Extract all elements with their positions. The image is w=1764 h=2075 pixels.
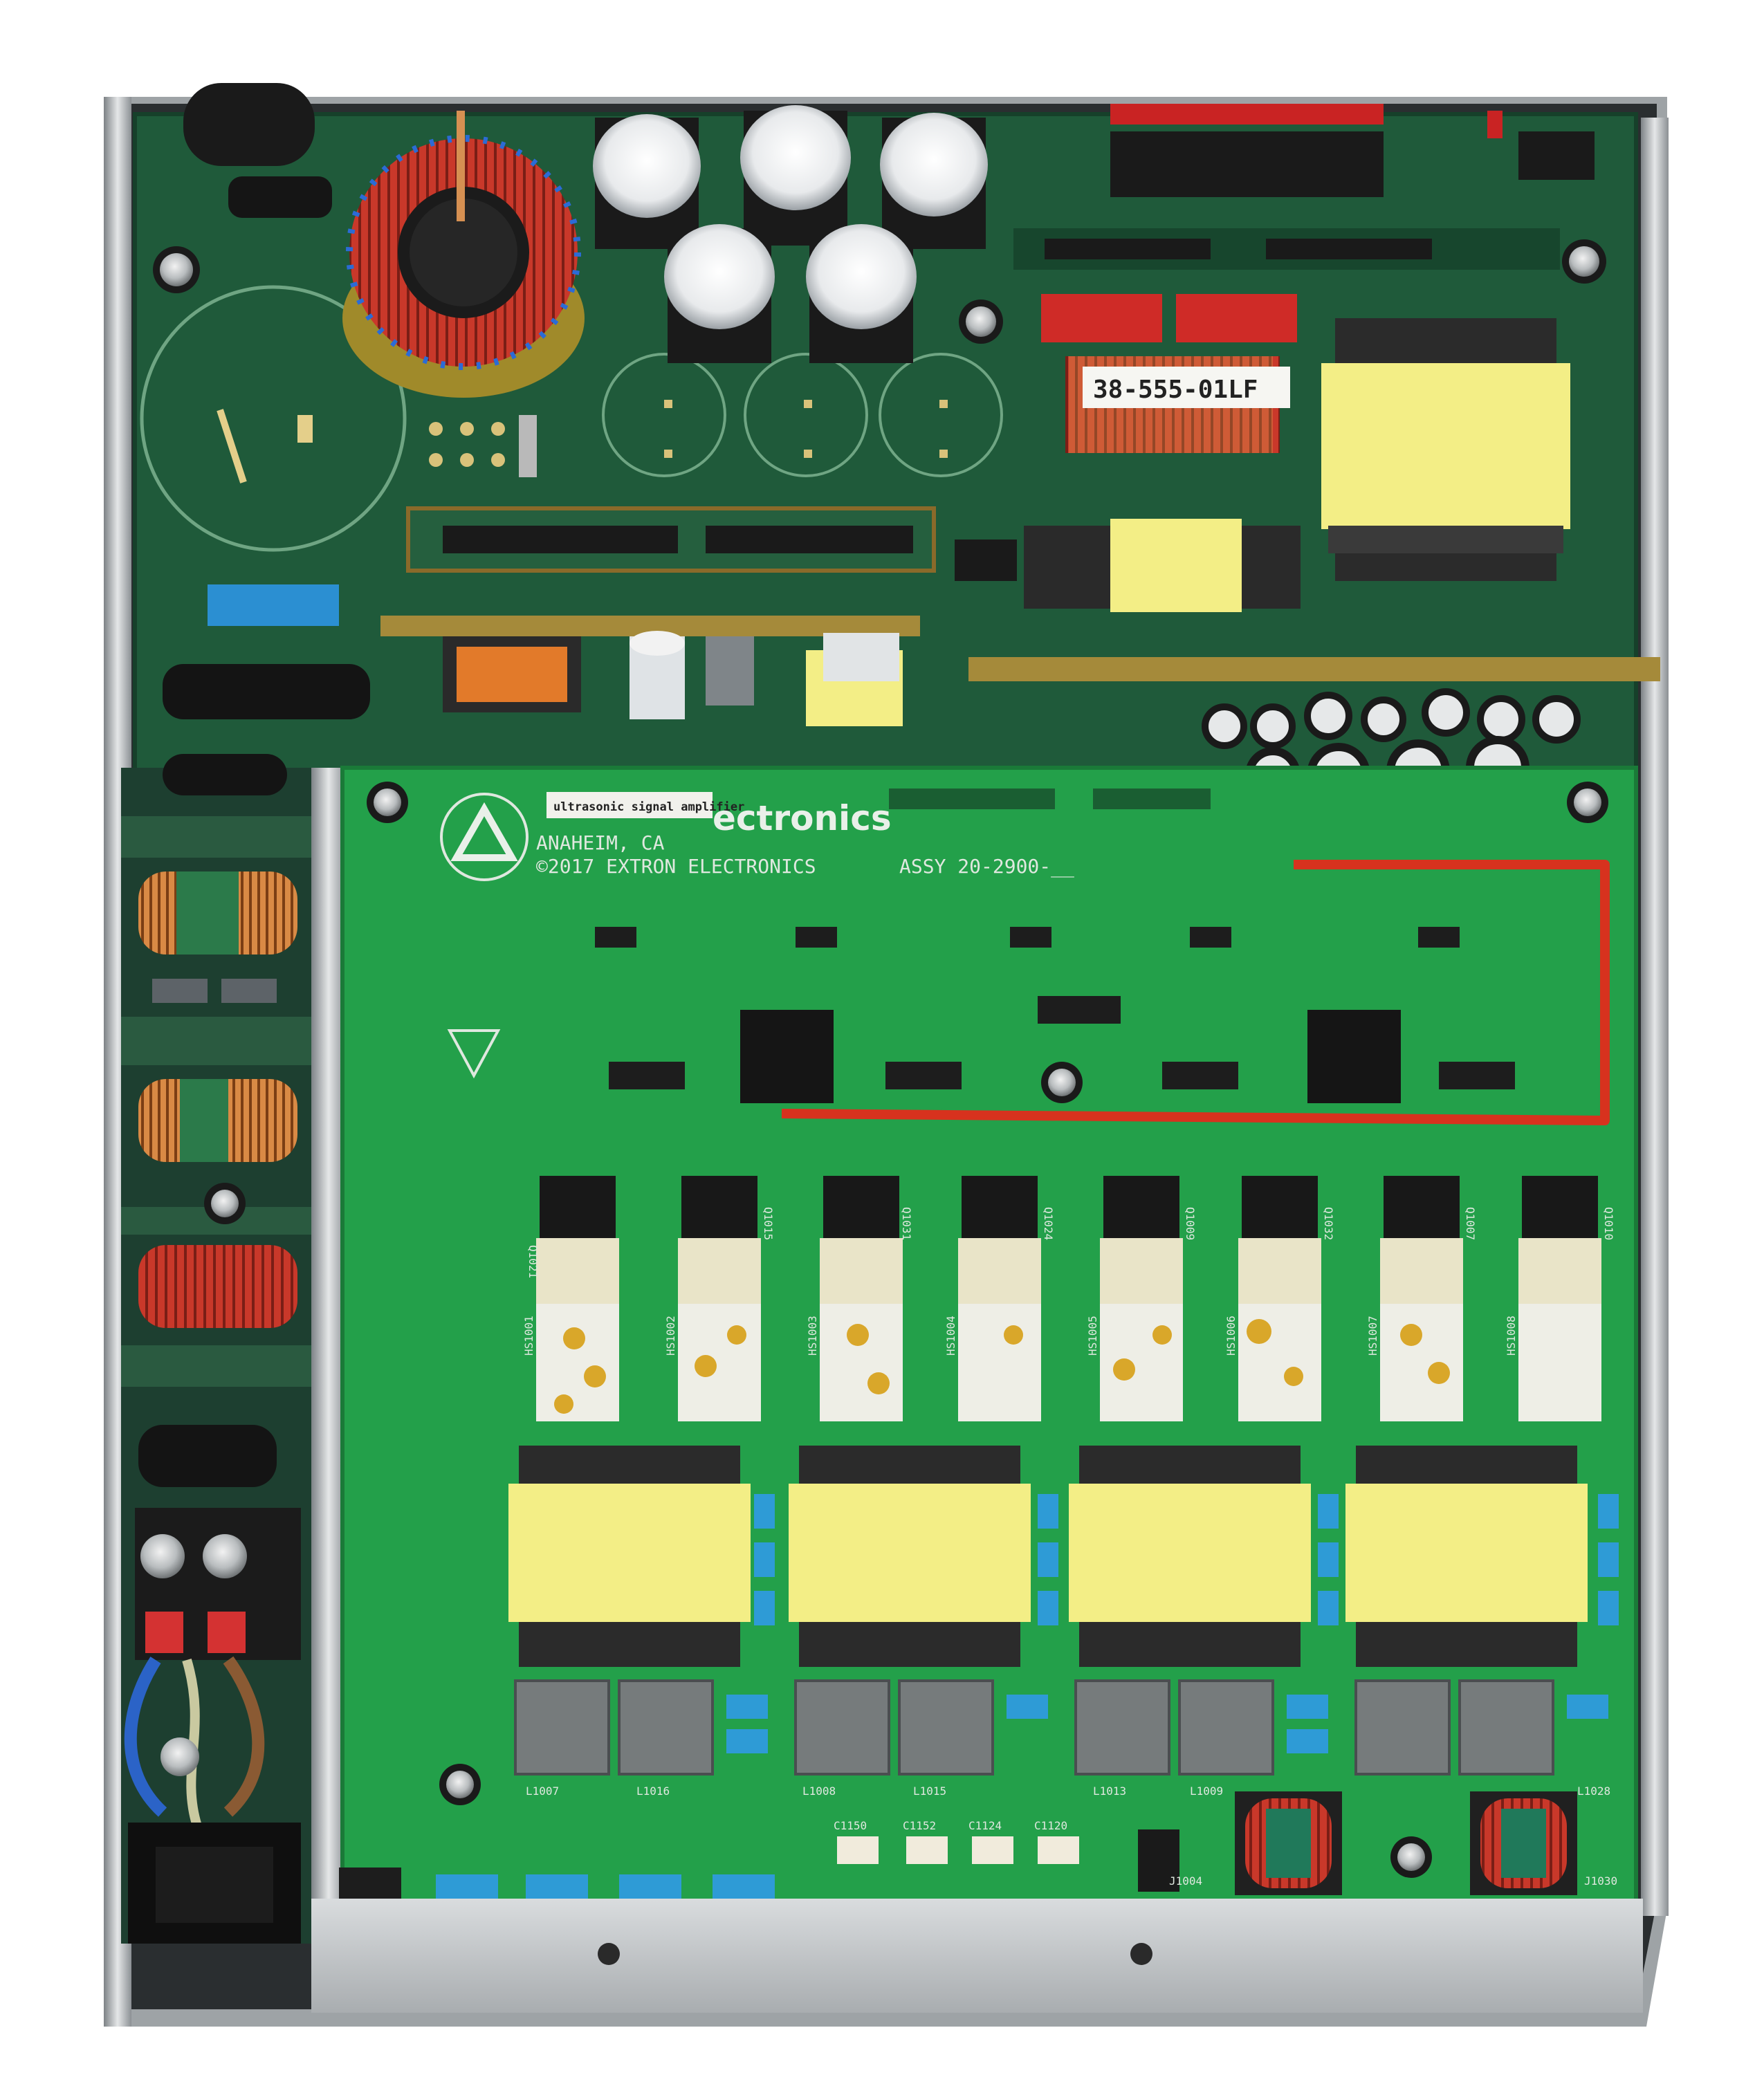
brand-text: ectronics	[713, 798, 892, 838]
l-label: L1016	[636, 1784, 670, 1798]
hs-label: HS1006	[1224, 1316, 1238, 1356]
j-label: J1030	[1584, 1874, 1617, 1888]
main-transformer	[1321, 318, 1570, 581]
c-label: C1120	[1034, 1819, 1067, 1832]
mounting-screw-icon	[439, 1764, 481, 1805]
output-inductors: L1007 L1016 L1008 L1015 L1013 L1009 L102…	[514, 1679, 1610, 1798]
mosfet-column	[1238, 1176, 1321, 1421]
film-caps-and-inductor: 38-555-01LF	[1041, 294, 1297, 453]
output-stage: Q1021 Q1015 Q1031 Q1024 Q1009 Q1032 Q100…	[522, 1176, 1615, 1421]
mosfet-column	[536, 1176, 619, 1421]
mounting-screw-icon	[1562, 239, 1606, 284]
mosfet-column	[820, 1176, 903, 1421]
cm-chokes	[1138, 1791, 1577, 1895]
hs-label: HS1002	[664, 1316, 677, 1356]
l-label: L1009	[1190, 1784, 1223, 1798]
recycle-logo-icon	[440, 793, 529, 881]
part-label: 38-555-01LF	[1093, 376, 1258, 404]
bottom-cap-row: C1150 C1152 C1124 C1120 J1004 J1030	[339, 1819, 1617, 1899]
mosfet-column	[1518, 1176, 1601, 1421]
mounting-screw-icon	[1041, 1062, 1083, 1103]
mounting-screw-icon	[367, 782, 408, 823]
mounting-screws	[153, 239, 1608, 1878]
hs-label: HS1001	[522, 1316, 535, 1356]
j-label: J1004	[1169, 1874, 1202, 1888]
city-text: ANAHEIM, CA	[536, 831, 665, 854]
mosfet-column	[678, 1176, 761, 1421]
toroid-inductor	[342, 111, 585, 398]
daughter-strips	[163, 506, 1660, 726]
mounting-screw-icon	[153, 246, 200, 293]
l-label: L1028	[1577, 1784, 1610, 1798]
mounting-screw-icon	[1390, 1836, 1432, 1878]
mosfet-column	[958, 1176, 1041, 1421]
dc-jack	[183, 83, 332, 218]
emi-filter-column	[121, 754, 311, 1944]
hs-label: HS1003	[806, 1316, 819, 1356]
copyright-text: ©2017 EXTRON ELECTRONICS	[536, 855, 816, 878]
led-array	[1013, 104, 1595, 270]
q-label: Q1009	[1184, 1207, 1197, 1240]
mosfet-column	[1100, 1176, 1183, 1421]
mounting-screw-icon	[204, 1183, 246, 1224]
sticker-text: ultrasonic signal amplifier	[553, 800, 744, 814]
hs-label: HS1008	[1505, 1316, 1518, 1356]
l-label: L1013	[1093, 1784, 1126, 1798]
hs-label: HS1004	[944, 1316, 957, 1356]
q-label: Q1015	[762, 1207, 775, 1240]
q-label: Q1021	[526, 1245, 540, 1278]
bulk-capacitors	[593, 105, 988, 363]
assy-text: ASSY 20-2900-__	[899, 855, 1074, 878]
front-panel	[311, 1899, 1643, 2013]
q-label: Q1031	[900, 1207, 913, 1240]
q-label: Q1024	[1042, 1207, 1055, 1240]
l-label: L1008	[802, 1784, 836, 1798]
l-label: L1015	[913, 1784, 946, 1798]
mounting-screw-icon	[959, 299, 1003, 344]
output-transformers	[508, 1446, 1619, 1667]
mosfet-column	[1380, 1176, 1463, 1421]
q-label: Q1007	[1464, 1207, 1477, 1240]
c-label: C1124	[968, 1819, 1002, 1832]
hs-label: HS1005	[1086, 1316, 1099, 1356]
c-label: C1150	[834, 1819, 867, 1832]
l-label: L1007	[526, 1784, 559, 1798]
hs-label: HS1007	[1366, 1316, 1379, 1356]
mounting-screw-icon	[1567, 782, 1608, 823]
c-label: C1152	[903, 1819, 936, 1832]
q-label: Q1032	[1322, 1207, 1335, 1240]
q-label: Q1010	[1602, 1207, 1615, 1240]
